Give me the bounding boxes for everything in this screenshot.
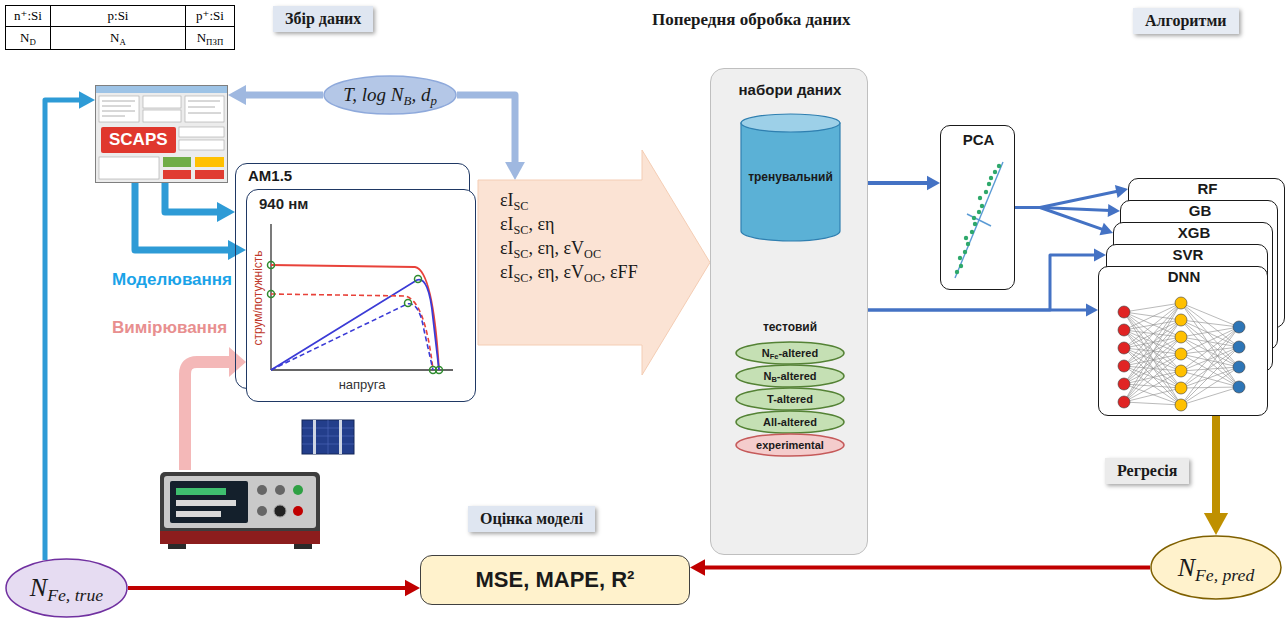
node-text: εISC, εη, εVOC, εFF (500, 262, 638, 283)
node-text: напруга (339, 377, 386, 392)
metrics-box: MSE, MAPE, R² (420, 555, 690, 605)
table-cell: n⁺:Si (5, 5, 51, 27)
node-text: GB (1189, 202, 1212, 219)
section-heading: Оцінка моделі (468, 506, 595, 532)
table-cell: NПЗП (185, 26, 235, 50)
measurement-device (160, 472, 320, 549)
node-text: RF (1198, 180, 1218, 197)
simulation-arrow (165, 183, 235, 222)
measurement-arrow (185, 347, 246, 470)
node-text: NFe, pred (1178, 553, 1255, 583)
data-arrow (1015, 204, 1120, 217)
section-heading: Алгоритми (1133, 8, 1239, 34)
node-text: εISC (500, 190, 529, 211)
node-text: DNN (1168, 268, 1201, 285)
pca-box: PCA (940, 125, 1015, 290)
data-arrow (1015, 185, 1128, 208)
evaluation-arrow (690, 559, 1150, 576)
node-text: Збір даних (285, 10, 361, 28)
truth-ellipse: NFe, true (5, 558, 128, 618)
dataset-panel: набори даних тестовий тренувальнийNFe-alte… (710, 68, 868, 555)
process-label: Моделювання (112, 270, 232, 290)
table-cell: p:Si (50, 5, 186, 27)
node-text: струм/потужність (251, 250, 265, 345)
parameter-arrow (457, 95, 525, 180)
training-cylinder: тренувальний (740, 113, 841, 241)
software-screenshot: SCAPS (95, 85, 228, 183)
section-heading: Попередня обробка даних (652, 10, 851, 30)
solar-cell (302, 420, 354, 454)
test-dataset-disc: NB-altered (735, 364, 845, 388)
node-text: experimental (756, 439, 824, 451)
table-cell: ND (5, 26, 51, 50)
test-dataset-disc: All-altered (735, 410, 845, 434)
node-text: MSE, MAPE, R² (476, 567, 635, 593)
algorithm-box: DNN (1098, 266, 1268, 416)
test-dataset-disc: NFe-altered (735, 341, 845, 365)
regression-arrow (1204, 416, 1228, 535)
process-label: Вимірювання (112, 318, 227, 338)
chart-panel: 940 нм струм/потужність напруга (246, 189, 476, 402)
node-text: NFe, true (30, 573, 103, 603)
parameter-arrow (228, 85, 323, 105)
node-text: NFe-altered (762, 347, 818, 359)
section-heading: Збір даних (273, 6, 373, 32)
node-text: εISC, εη (500, 214, 555, 235)
iv-chart (247, 190, 477, 403)
node-text: тестовий (763, 320, 817, 334)
feature-set-arrow: εISC εISC, εη εISC, εη, εVOC εISC, εη, εVOC… (478, 150, 710, 375)
simulation-arrow (135, 183, 246, 260)
data-arrow (868, 176, 940, 190)
node-text: Регресія (1117, 462, 1177, 480)
node-text: PCA (963, 131, 995, 148)
section-heading: Регресія (1105, 458, 1189, 484)
data-arrow (1015, 208, 1113, 236)
pca-scatter (941, 126, 1016, 291)
node-text: тренувальний (748, 170, 833, 184)
node-text: AM1.5 (248, 167, 292, 184)
node-text: 940 нм (259, 195, 308, 212)
node-text: NB-altered (763, 370, 816, 382)
node-text: набори даних (739, 81, 842, 98)
node-text: SCAPS (101, 127, 176, 153)
node-text: SVR (1173, 246, 1204, 263)
node-text: εISC, εη, εVOC (500, 238, 601, 259)
table-cell: p⁺:Si (185, 5, 235, 27)
node-text: T-altered (767, 393, 813, 405)
prediction-ellipse: NFe, pred (1150, 535, 1282, 600)
node-text: Оцінка моделі (480, 510, 583, 528)
data-arrow (868, 303, 1098, 316)
evaluation-arrow (128, 580, 420, 597)
node-text: All-altered (763, 416, 817, 428)
node-text: XGB (1178, 224, 1211, 241)
node-text: Алгоритми (1145, 12, 1227, 30)
test-dataset-disc: experimental (735, 433, 845, 457)
test-dataset-disc: T-altered (735, 387, 845, 411)
feedback-arrow (45, 91, 95, 560)
parameter-ellipse: T, log NB, dp (323, 75, 457, 115)
table-cell: NA (50, 26, 186, 50)
node-text: T, log NB, dp (343, 84, 437, 106)
neural-network (1099, 267, 1269, 417)
